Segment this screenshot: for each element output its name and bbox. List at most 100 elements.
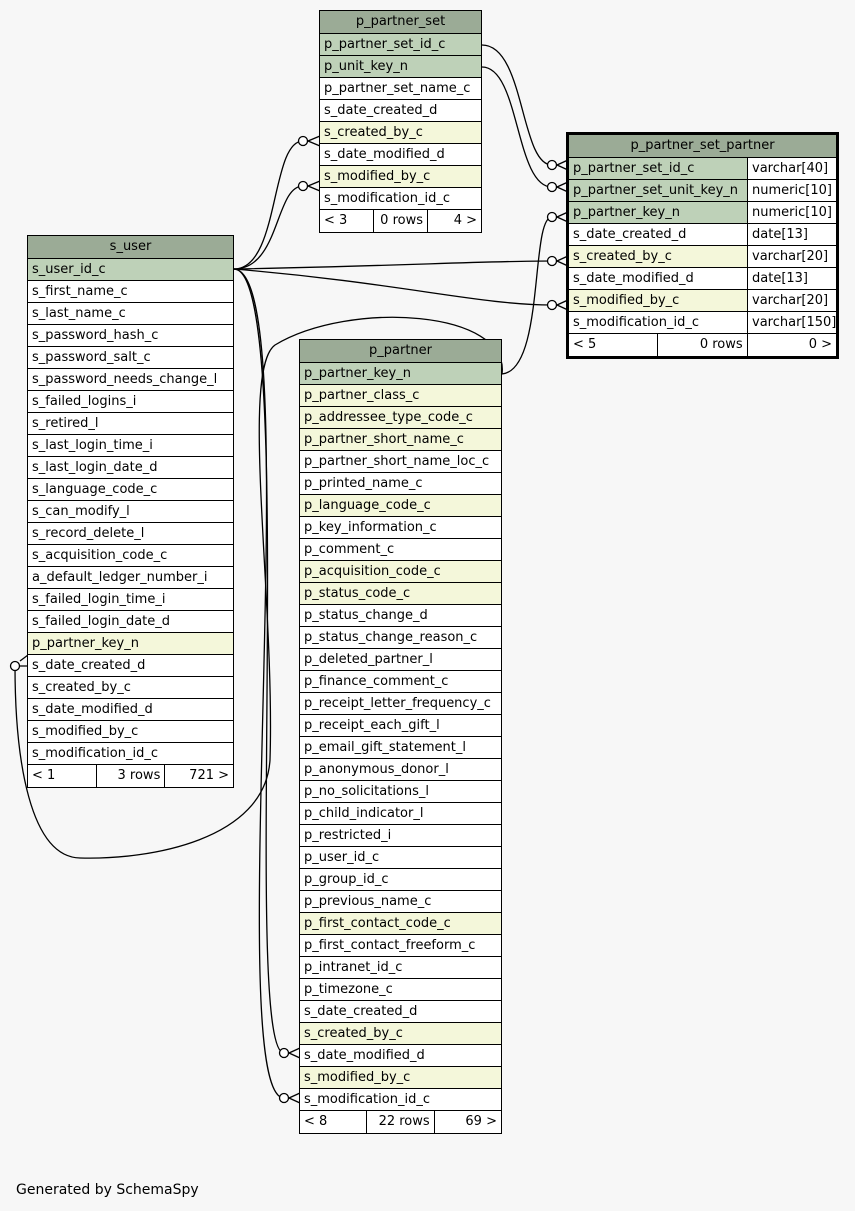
column-row[interactable]: p_comment_c	[300, 539, 501, 561]
column-row[interactable]: p_partner_set_id_c	[320, 34, 481, 56]
column-row[interactable]: p_no_solicitations_l	[300, 781, 501, 803]
column-row[interactable]: p_status_code_c	[300, 583, 501, 605]
column-row[interactable]: p_receipt_letter_frequency_c	[300, 693, 501, 715]
column-name: s_last_login_time_i	[32, 438, 153, 453]
parents-count[interactable]: < 3	[324, 213, 348, 228]
column-row[interactable]: s_retired_l	[28, 413, 233, 435]
column-row[interactable]: s_modified_by_c	[320, 166, 481, 188]
column-row[interactable]: p_previous_name_c	[300, 891, 501, 913]
column-row[interactable]: s_modified_by_c	[300, 1067, 501, 1089]
children-count[interactable]: 4 >	[427, 210, 481, 232]
column-row[interactable]: p_unit_key_n	[320, 56, 481, 78]
column-row[interactable]: s_created_by_c	[320, 122, 481, 144]
children-count[interactable]: 0 >	[746, 334, 836, 356]
table-title[interactable]: p_partner	[300, 340, 501, 363]
parents-count[interactable]: < 8	[304, 1114, 328, 1129]
column-name: p_partner_short_name_c	[304, 432, 464, 447]
column-row[interactable]: p_partner_class_c	[300, 385, 501, 407]
column-row[interactable]: p_acquisition_code_c	[300, 561, 501, 583]
column-row[interactable]: s_password_hash_c	[28, 325, 233, 347]
column-row[interactable]: p_email_gift_statement_l	[300, 737, 501, 759]
column-name: p_comment_c	[304, 542, 395, 557]
parents-count[interactable]: < 1	[32, 768, 56, 783]
column-name: s_date_created_d	[32, 658, 146, 673]
column-row[interactable]: s_first_name_c	[28, 281, 233, 303]
column-row[interactable]: s_last_name_c	[28, 303, 233, 325]
column-row[interactable]: p_finance_comment_c	[300, 671, 501, 693]
column-row[interactable]: a_default_ledger_number_i	[28, 567, 233, 589]
column-row[interactable]: p_timezone_c	[300, 979, 501, 1001]
column-row[interactable]: p_receipt_each_gift_l	[300, 715, 501, 737]
column-row[interactable]: p_deleted_partner_l	[300, 649, 501, 671]
column-row[interactable]: s_language_code_c	[28, 479, 233, 501]
row-count: 0 rows	[373, 210, 427, 232]
column-row[interactable]: s_acquisition_code_c	[28, 545, 233, 567]
column-row[interactable]: s_date_modified_d	[300, 1045, 501, 1067]
column-row[interactable]: s_modification_id_c	[28, 743, 233, 765]
column-row[interactable]: p_partner_short_name_loc_c	[300, 451, 501, 473]
column-row[interactable]: p_user_id_c	[300, 847, 501, 869]
column-row[interactable]: s_modified_by_c	[28, 721, 233, 743]
column-row[interactable]: s_failed_logins_i	[28, 391, 233, 413]
children-count[interactable]: 69 >	[433, 1111, 501, 1133]
column-name: p_anonymous_donor_l	[304, 762, 449, 777]
column-row[interactable]: s_date_created_d	[320, 100, 481, 122]
column-row[interactable]: p_addressee_type_code_c	[300, 407, 501, 429]
column-name: s_modification_id_c	[324, 191, 450, 206]
column-row[interactable]: s_password_salt_c	[28, 347, 233, 369]
column-row[interactable]: p_key_information_c	[300, 517, 501, 539]
column-row[interactable]: s_can_modify_l	[28, 501, 233, 523]
column-row[interactable]: s_date_modified_d	[320, 144, 481, 166]
column-row[interactable]: s_password_needs_change_l	[28, 369, 233, 391]
column-row[interactable]: p_partner_key_n	[28, 633, 233, 655]
column-row[interactable]: s_date_created_d	[300, 1001, 501, 1023]
column-row[interactable]: s_date_created_d	[28, 655, 233, 677]
column-row[interactable]: p_partner_set_name_c	[320, 78, 481, 100]
column-name: p_partner_set_name_c	[324, 81, 471, 96]
table-title[interactable]: s_user	[28, 236, 233, 259]
column-row[interactable]: p_printed_name_c	[300, 473, 501, 495]
column-row[interactable]: s_failed_login_time_i	[28, 589, 233, 611]
column-row[interactable]: p_partner_key_n	[300, 363, 501, 385]
column-row[interactable]: s_created_by_c	[28, 677, 233, 699]
column-row[interactable]: p_first_contact_code_c	[300, 913, 501, 935]
link-user-to-set-partner-modified	[233, 268, 553, 306]
parents-count[interactable]: < 5	[573, 337, 597, 352]
column-row[interactable]: s_modification_id_c	[300, 1089, 501, 1111]
column-row[interactable]: s_modification_id_c	[320, 188, 481, 210]
table-title[interactable]: p_partner_set	[320, 11, 481, 34]
column-row[interactable]: s_user_id_c	[28, 259, 233, 281]
column-type: numeric[10]	[747, 202, 836, 223]
column-row[interactable]: s_date_modified_d	[28, 699, 233, 721]
column-row[interactable]: p_language_code_c	[300, 495, 501, 517]
column-row[interactable]: p_status_change_reason_c	[300, 627, 501, 649]
column-row[interactable]: s_created_by_c	[300, 1023, 501, 1045]
column-row[interactable]: s_last_login_date_d	[28, 457, 233, 479]
column-row[interactable]: p_anonymous_donor_l	[300, 759, 501, 781]
column-row[interactable]: p_restricted_i	[300, 825, 501, 847]
column-row[interactable]: p_partner_short_name_c	[300, 429, 501, 451]
column-row[interactable]: s_failed_login_date_d	[28, 611, 233, 633]
children-count[interactable]: 721 >	[164, 765, 233, 787]
column-row[interactable]: p_intranet_id_c	[300, 957, 501, 979]
column-name: s_last_name_c	[32, 306, 126, 321]
table-title[interactable]: p_partner_set_partner	[569, 135, 836, 158]
column-row[interactable]: s_last_login_time_i	[28, 435, 233, 457]
column-row[interactable]: s_record_delete_l	[28, 523, 233, 545]
column-row[interactable]: p_child_indicator_l	[300, 803, 501, 825]
column-row[interactable]: p_group_id_c	[300, 869, 501, 891]
column-row[interactable]: p_first_contact_freeform_c	[300, 935, 501, 957]
column-row[interactable]: p_status_change_d	[300, 605, 501, 627]
